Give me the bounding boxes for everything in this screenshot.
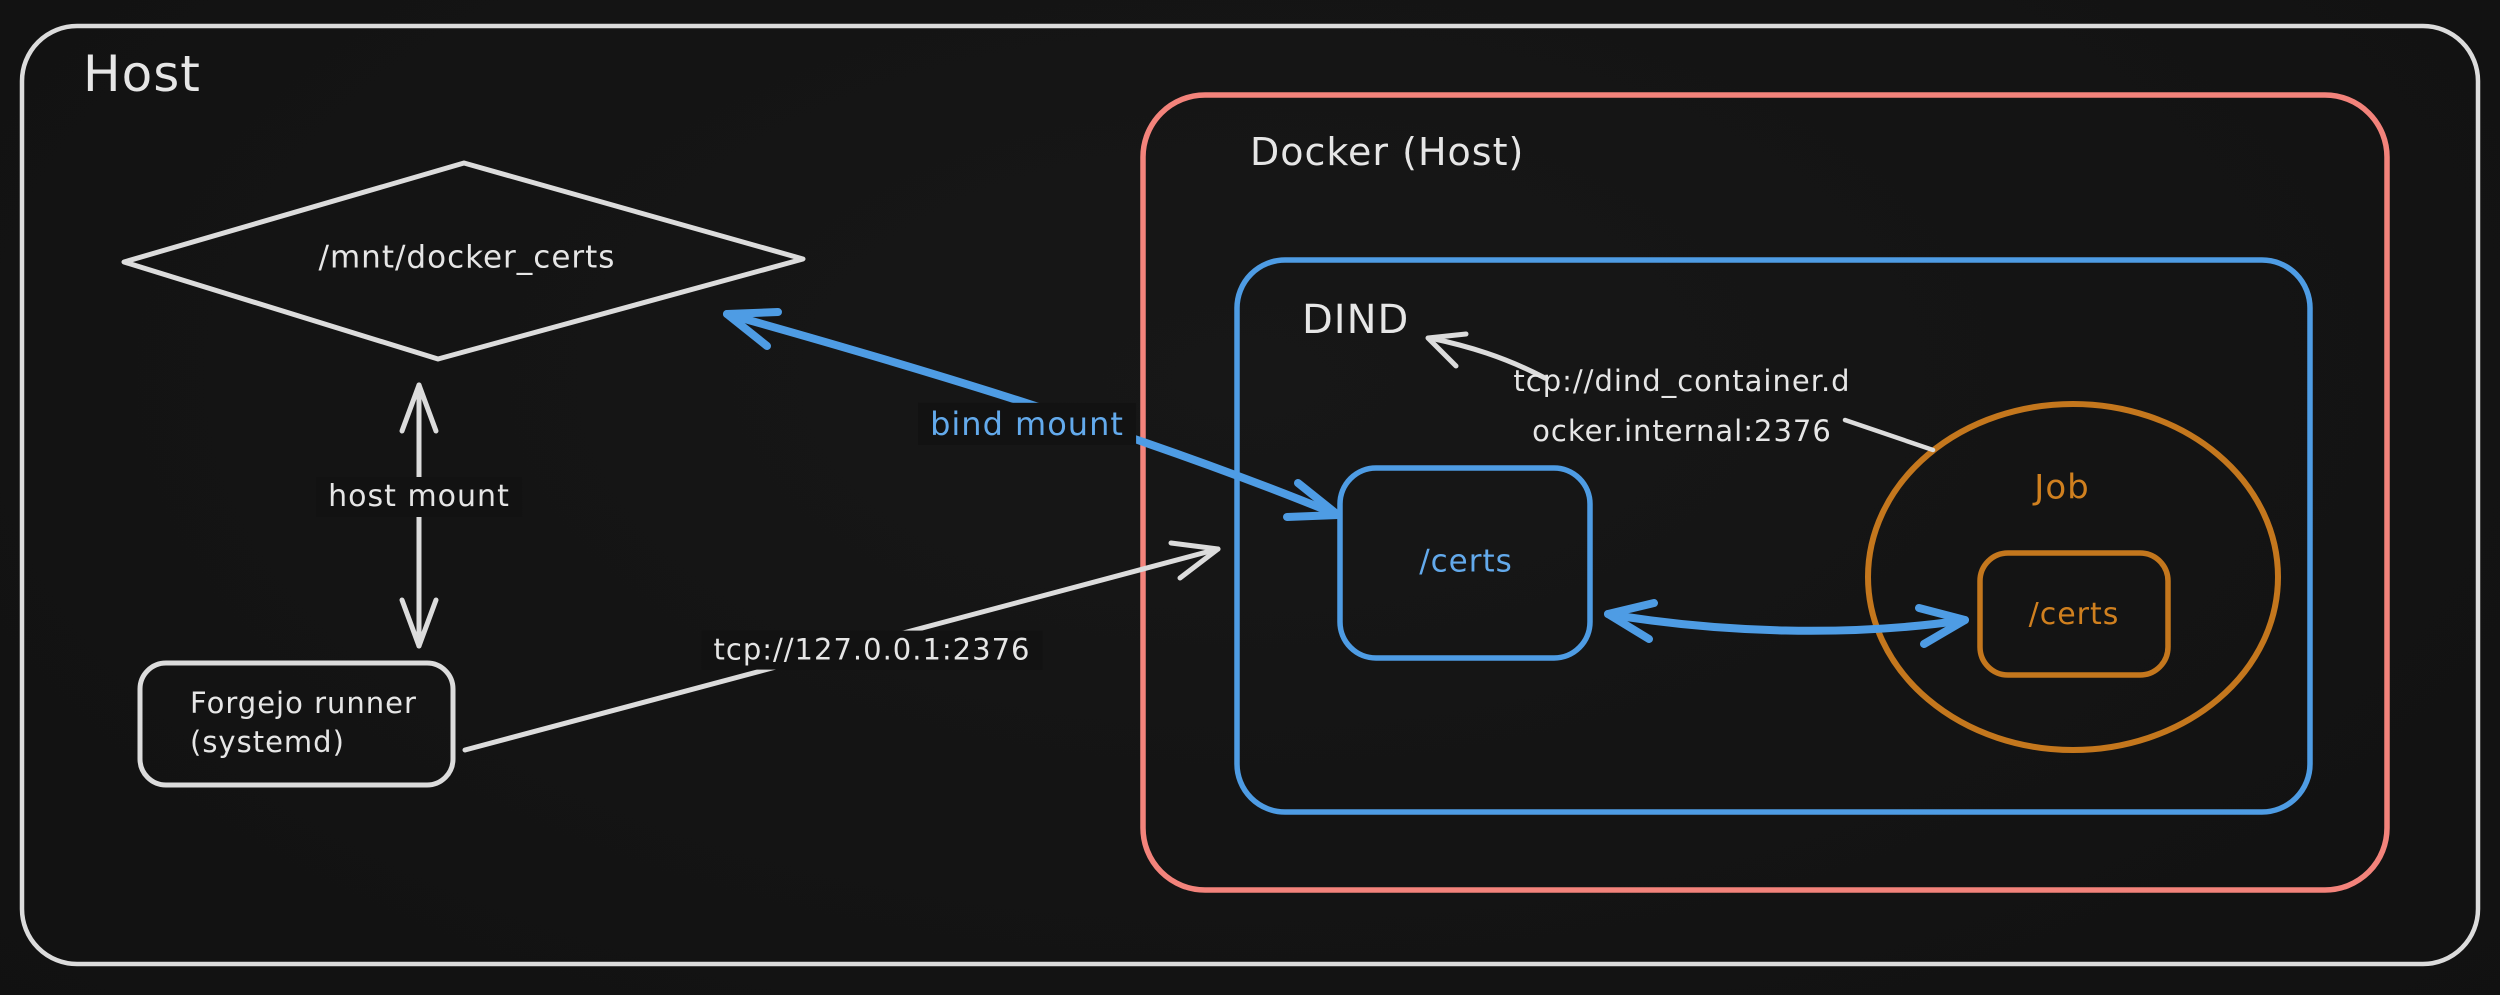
forgejo-runner-line1: Forgejo runner	[190, 686, 417, 720]
tcp-dind-label: tcp://dind_container.d ocker.internal:23…	[1513, 356, 1850, 456]
host-mount-label: host mount	[316, 477, 522, 517]
forgejo-runner-box	[137, 660, 456, 788]
tcp-dind-job-line	[1842, 417, 1936, 453]
host-box	[19, 23, 2481, 967]
tcp-dind-line2: ocker.internal:2376	[1532, 414, 1832, 448]
job-certs-label: /certs	[2028, 597, 2120, 632]
dind-certs-label: /certs	[1419, 543, 1513, 580]
tcp-dind-arrow	[1425, 331, 1548, 381]
dind-box	[1234, 257, 2313, 815]
forgejo-runner-label: Forgejo runner (systemd)	[190, 684, 417, 762]
job-label: Job	[2034, 467, 2090, 508]
tcp-dind-line1: tcp://dind_container.d	[1513, 364, 1851, 398]
forgejo-runner-line2: (systemd)	[190, 725, 345, 759]
tcp-local-label: tcp://127.0.0.1:2376	[701, 630, 1043, 670]
certs-volume-label: /mnt/docker_certs	[318, 239, 616, 276]
certs-volume-diamond	[121, 160, 806, 362]
job-certs-box	[1977, 550, 2171, 678]
host-label: Host	[83, 45, 201, 103]
dind-label: DIND	[1302, 297, 1410, 343]
docker-host-box	[1140, 92, 2390, 893]
docker-host-label: Docker (Host)	[1250, 130, 1525, 174]
bind-mount-label: bind mount	[918, 402, 1136, 446]
dind-certs-box	[1337, 465, 1593, 661]
certs-sync-arrow	[1604, 599, 1969, 648]
job-circle	[1865, 401, 2281, 753]
